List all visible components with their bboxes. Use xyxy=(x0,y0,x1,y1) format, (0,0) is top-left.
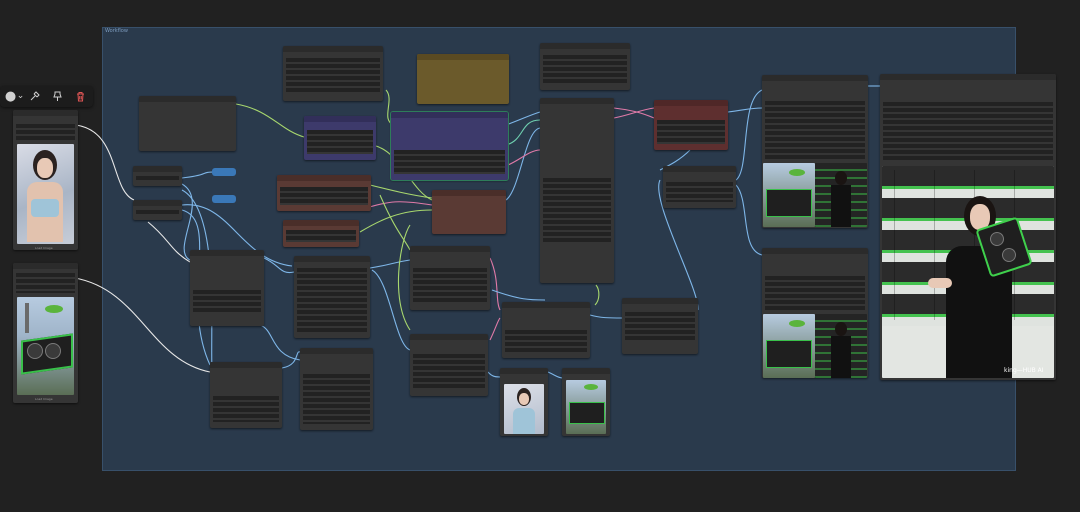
node-ksampler[interactable] xyxy=(540,98,614,283)
node-prompt-top[interactable] xyxy=(283,46,383,101)
node-note-yellow[interactable] xyxy=(417,54,509,104)
node-purple-small[interactable] xyxy=(304,116,376,160)
presenter-gpu-image: king—HUB AI xyxy=(882,166,1054,378)
result-node-2[interactable] xyxy=(762,248,868,378)
result-2-gpu-image xyxy=(763,314,815,378)
node-block-b[interactable] xyxy=(294,256,370,338)
node-red-3[interactable] xyxy=(432,190,506,234)
node-small-1[interactable] xyxy=(133,166,182,186)
node-red-1[interactable] xyxy=(277,175,371,211)
preview-node-gpu[interactable] xyxy=(562,368,610,436)
portrait-image xyxy=(17,144,74,244)
node-block-a[interactable] xyxy=(190,250,264,326)
node-block-c[interactable] xyxy=(410,246,490,310)
load-image-caption-1: Load Image xyxy=(35,246,53,250)
color-picker-button[interactable]: ● xyxy=(4,89,17,104)
result-node-large[interactable]: king—HUB AI xyxy=(880,74,1056,380)
preview-node-portrait[interactable] xyxy=(500,368,548,436)
node-block-g[interactable] xyxy=(300,348,373,430)
node-red-2[interactable] xyxy=(283,220,359,247)
node-block-h[interactable] xyxy=(410,334,488,396)
reroute-1[interactable] xyxy=(212,168,236,176)
chevron-down-icon[interactable]: ⌄ xyxy=(16,91,25,101)
node-purple-large[interactable] xyxy=(390,111,509,181)
pin-icon[interactable] xyxy=(26,88,43,105)
selection-toolbar: ● ⌄ xyxy=(0,86,93,107)
result-2-presenter-image xyxy=(815,314,867,378)
bookmark-icon[interactable] xyxy=(49,88,66,105)
load-image-node-2[interactable]: Load Image xyxy=(13,263,78,403)
node-small-2[interactable] xyxy=(133,200,182,220)
node-checkpoint[interactable] xyxy=(139,96,236,151)
watermark-text: king—HUB AI xyxy=(1004,367,1044,374)
node-block-d[interactable] xyxy=(502,302,590,358)
result-1-gpu-image xyxy=(763,163,815,227)
node-block-e[interactable] xyxy=(622,298,698,354)
node-mid-right[interactable] xyxy=(663,166,736,208)
gpu-render-image xyxy=(17,297,74,395)
preview-gpu xyxy=(566,380,606,434)
load-image-caption-2: Load Image xyxy=(35,397,53,401)
group-title[interactable]: Workflow xyxy=(105,28,128,34)
result-node-1[interactable] xyxy=(762,75,868,228)
preview-portrait xyxy=(504,384,544,434)
result-1-presenter-image xyxy=(815,163,867,227)
node-top-right[interactable] xyxy=(540,43,630,90)
node-block-f[interactable] xyxy=(210,362,282,428)
node-maroon[interactable] xyxy=(654,100,728,150)
reroute-2[interactable] xyxy=(212,195,236,203)
trash-icon[interactable] xyxy=(72,88,89,105)
load-image-node-1[interactable]: Load Image xyxy=(13,110,78,250)
